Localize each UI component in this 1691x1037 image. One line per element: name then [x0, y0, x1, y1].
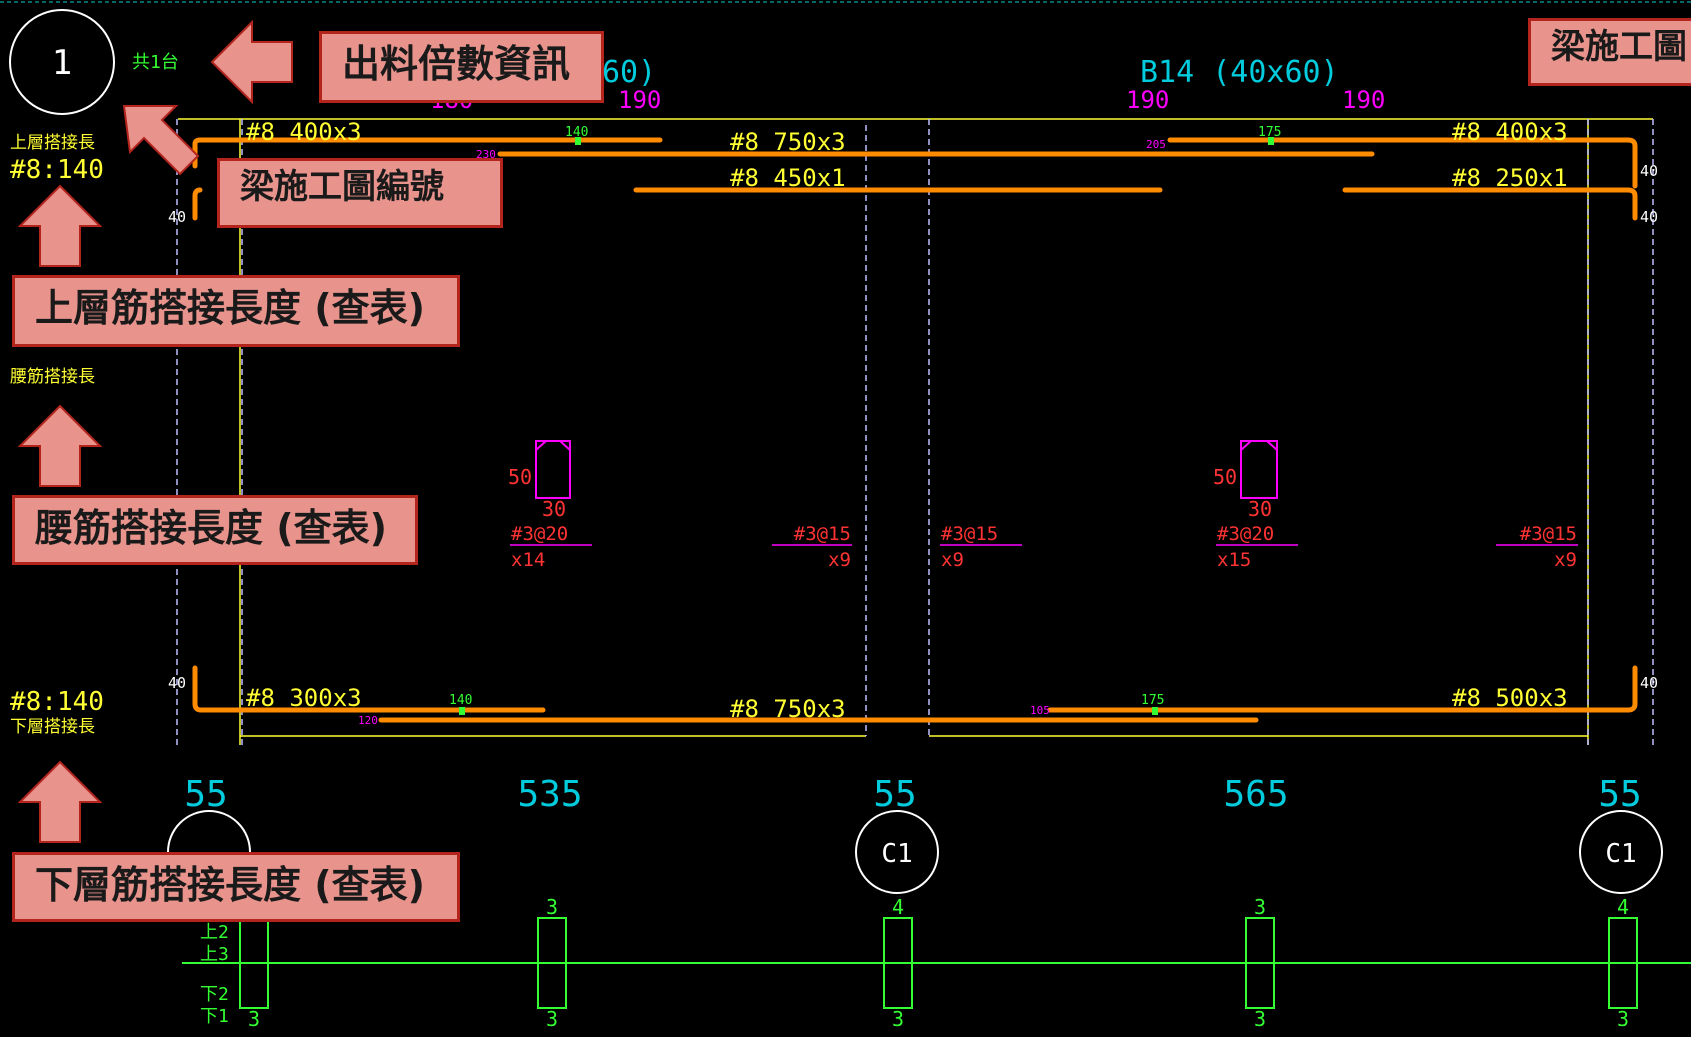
svg-text:C1: C1	[881, 839, 912, 869]
col-bot-mark-5: 3	[1617, 1007, 1629, 1031]
stirrup-4-count: x15	[1217, 549, 1251, 571]
span-dim-1: 55	[184, 774, 227, 815]
level-label-1: 上2	[200, 922, 229, 943]
top-lap-value: #8:140	[10, 155, 104, 185]
callout-drawing-number: 梁施工圖編號	[217, 158, 503, 228]
arrow-diagonal-icon	[122, 105, 200, 176]
mark-120: 120	[358, 714, 378, 727]
mark-230: 230	[476, 148, 496, 161]
top-bar-5: #8 250x1	[1452, 164, 1568, 192]
span-dim-2: 535	[517, 774, 582, 815]
svg-text:40: 40	[1640, 162, 1658, 180]
top-lap-label: 上層搭接長	[10, 133, 95, 153]
splice-top-right: 175	[1258, 125, 1281, 140]
bot-lap-label: 下層搭接長	[10, 717, 95, 737]
svg-text:30: 30	[1248, 497, 1272, 521]
col-top-mark-4: 4	[1617, 895, 1629, 919]
col-top-mark-3: 3	[1254, 895, 1266, 919]
bottom-rebars	[192, 665, 1638, 723]
splice-bottom-left: 140	[449, 693, 472, 708]
col-top-mark-2: 4	[892, 895, 904, 919]
col-bot-mark-4: 3	[1254, 1007, 1266, 1031]
level-label-4: 下1	[200, 1006, 229, 1027]
bottom-bar-3: #8 500x3	[1452, 684, 1568, 712]
svg-text:40: 40	[1640, 674, 1658, 692]
stirrup-3-spec: #3@15	[941, 523, 998, 545]
stirrup-1-spec: #3@20	[511, 523, 568, 545]
callout-web-lap-length: 腰筋搭接長度 (查表)	[12, 495, 418, 565]
svg-text:40: 40	[1640, 208, 1658, 226]
svg-text:40: 40	[168, 674, 186, 692]
section-right: 50 30	[1213, 440, 1278, 521]
top-bar-1: #8 400x3	[246, 118, 362, 146]
callout-corner-title: 梁施工圖	[1528, 18, 1691, 86]
stirrup-2-spec: #3@15	[794, 523, 851, 545]
svg-text:50: 50	[508, 465, 532, 489]
section-left: 50 30	[508, 440, 571, 521]
beam-left-dim-2: 190	[618, 86, 661, 114]
bot-lap-value: #8:140	[10, 687, 104, 717]
top-bar-4: #8 400x3	[1452, 118, 1568, 146]
svg-text:C1: C1	[1605, 839, 1636, 869]
beam-right-dim-1: 190	[1126, 86, 1169, 114]
stirrup-4-spec: #3@20	[1217, 523, 1274, 545]
col-top-mark-1: 3	[546, 895, 558, 919]
arrows	[17, 19, 293, 843]
top-bar-2: #8 750x3	[730, 128, 846, 156]
arrow-up-icon-2	[17, 404, 103, 487]
stirrup-2-count: x9	[828, 549, 851, 571]
splice-top-left: 140	[565, 125, 588, 140]
beam-right-title: B14 (40x60)	[1140, 55, 1339, 90]
stirrup-5-spec: #3@15	[1520, 523, 1577, 545]
drawing-number-circle	[9, 9, 115, 115]
top-bar-3: #8 450x1	[730, 164, 846, 192]
hook-marks: 40 40 40 40 40	[168, 162, 1658, 692]
mark-105: 105	[1030, 704, 1050, 717]
callout-top-lap-length: 上層筋搭接長度 (查表)	[12, 275, 460, 347]
span-dim-3: 55	[873, 774, 916, 815]
beam-left-title: 60)	[602, 55, 656, 90]
grid-lines	[176, 119, 1654, 745]
span-dim-5: 55	[1598, 774, 1641, 815]
svg-text:40: 40	[168, 208, 186, 226]
bottom-bar-2: #8 750x3	[730, 695, 846, 723]
arrow-up-icon-3	[17, 760, 103, 843]
col-bot-mark-3: 3	[892, 1007, 904, 1031]
web-lap-label: 腰筋搭接長	[10, 367, 95, 387]
qty-label: 共1台	[132, 52, 179, 73]
stirrup-1-count: x14	[511, 549, 545, 571]
splice-markers	[459, 137, 1274, 715]
level-label-2: 上3	[200, 944, 229, 965]
top-rebars	[192, 137, 1638, 221]
stirrup-5-count: x9	[1554, 549, 1577, 571]
stirrup-3-count: x9	[941, 549, 964, 571]
col-bot-mark-1: 3	[248, 1007, 260, 1031]
arrow-left-icon	[210, 19, 293, 105]
svg-text:50: 50	[1213, 465, 1237, 489]
col-bot-mark-2: 3	[546, 1007, 558, 1031]
column-marker-right: C1	[1579, 810, 1663, 894]
bottom-bar-1: #8 300x3	[246, 684, 362, 712]
column-marker-mid: C1	[855, 810, 939, 894]
callout-bottom-lap-length: 下層筋搭接長度 (查表)	[12, 852, 460, 922]
beam-right-dim-2: 190	[1342, 86, 1385, 114]
arrow-up-icon-1	[17, 184, 103, 267]
drawing-number: 1	[52, 43, 72, 83]
span-dim-4: 565	[1223, 774, 1288, 815]
mark-205: 205	[1146, 138, 1166, 151]
splice-bottom-right: 175	[1141, 693, 1164, 708]
callout-material-info: 出料倍數資訊	[319, 31, 604, 103]
level-label-3: 下2	[200, 984, 229, 1005]
svg-text:30: 30	[542, 497, 566, 521]
